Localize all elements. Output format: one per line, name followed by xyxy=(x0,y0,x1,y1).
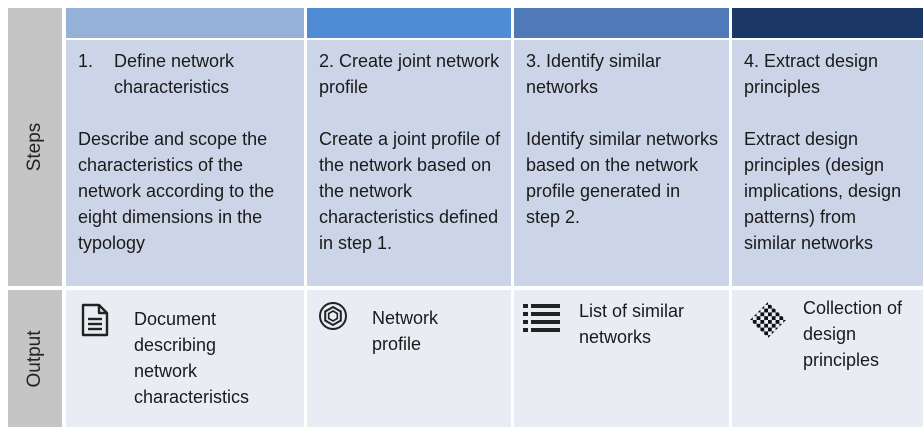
step1-number: 1. xyxy=(78,51,94,71)
step2-title: 2. Create joint network profile xyxy=(319,51,500,97)
checkerboard-icon xyxy=(750,302,786,338)
steps-row-label: Steps xyxy=(8,8,62,286)
output-label-text: Output xyxy=(24,329,45,388)
step3-description: Identify similar networks based on the n… xyxy=(526,129,719,227)
output4-text: Collection of design principles xyxy=(803,298,903,370)
output-row-label: Output xyxy=(8,290,62,427)
output1-text: Document describing network characterist… xyxy=(134,309,250,407)
step3-header-bar xyxy=(514,8,729,38)
step2-header-bar xyxy=(307,8,511,38)
output3-cell: List of similar networks xyxy=(514,290,729,427)
step2-cell: 2. Create joint network profile Create a… xyxy=(307,40,511,286)
step1-description: Describe and scope the characteristics o… xyxy=(78,129,275,253)
list-icon xyxy=(523,304,560,332)
step4-header-bar xyxy=(732,8,923,38)
hexagon-icon xyxy=(319,302,347,330)
step4-cell: 4. Extract design principles Extract des… xyxy=(732,40,923,286)
step1-header-bar xyxy=(66,8,304,38)
output3-text: List of similar networks xyxy=(579,301,685,347)
step3-title: 3. Identify similar networks xyxy=(526,51,662,97)
step4-title: 4. Extract design principles xyxy=(744,51,879,97)
output4-cell: Collection of design principles xyxy=(732,290,923,427)
step1-cell: 1. Define network characteristics Descri… xyxy=(66,40,304,286)
document-icon xyxy=(81,303,109,337)
output1-cell: Document describing network characterist… xyxy=(66,290,304,427)
step1-title-text: Define network characteristics xyxy=(114,51,235,97)
step3-cell: 3. Identify similar networks Identify si… xyxy=(514,40,729,286)
steps-label-text: Steps xyxy=(24,122,45,172)
output2-cell: Network profile xyxy=(307,290,511,427)
step4-description: Extract design principles (design implic… xyxy=(744,129,902,253)
step1-title: 1. Define network characteristics xyxy=(78,48,294,100)
output2-text: Network profile xyxy=(372,308,439,354)
step2-description: Create a joint profile of the network ba… xyxy=(319,129,501,253)
